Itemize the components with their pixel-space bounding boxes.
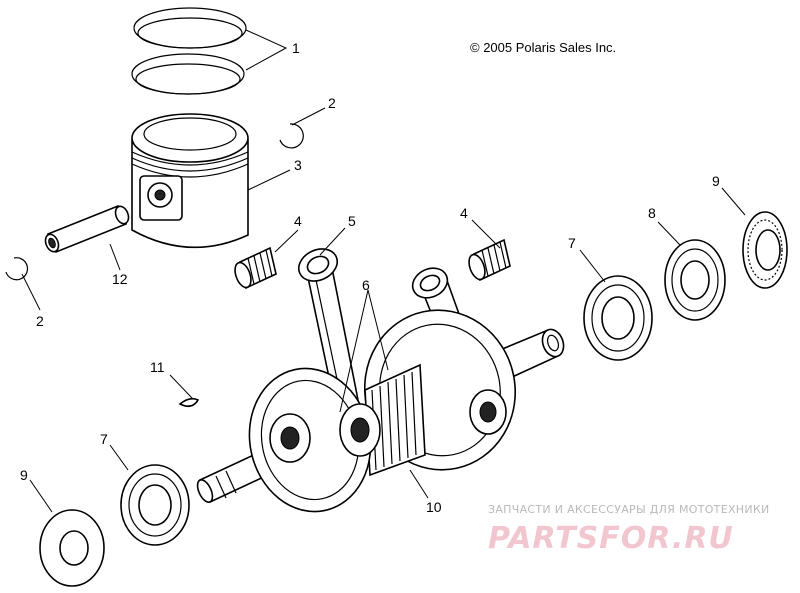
copyright-notice: © 2005 Polaris Sales Inc. [470, 40, 616, 55]
needle-bearing-right [468, 238, 511, 282]
main-bearing-right [583, 275, 653, 361]
callout-8: 8 [648, 205, 656, 221]
oil-seal-right [742, 211, 788, 289]
callout-9-left: 9 [20, 467, 28, 483]
callout-9-right: 9 [712, 173, 720, 189]
callout-4-left: 4 [294, 213, 302, 229]
needle-bearing-left [234, 246, 277, 290]
leader-lines [21, 29, 746, 513]
piston-rings [131, 7, 247, 95]
piston-pin [44, 204, 130, 254]
callout-2-left: 2 [36, 313, 44, 329]
callout-3: 3 [294, 157, 302, 173]
callout-4-right: 4 [460, 205, 468, 221]
callout-7-right: 7 [568, 235, 576, 251]
bearing [664, 239, 726, 321]
oil-seal-left [39, 509, 105, 587]
circlip-left [5, 257, 29, 281]
callout-7-left: 7 [100, 431, 108, 447]
callout-labels: 1 2 3 4 5 4 6 10 11 12 2 7 8 9 7 9 [20, 40, 720, 515]
watermark-tagline: ЗАПЧАСТИ И АКСЕССУАРЫ ДЛЯ МОТОТЕХНИКИ [488, 503, 770, 516]
callout-1: 1 [292, 40, 300, 56]
circlip-right [279, 123, 304, 149]
piston [131, 113, 249, 249]
callout-11: 11 [150, 359, 165, 375]
callout-12: 12 [112, 271, 128, 287]
crankshaft-assembly [196, 248, 565, 513]
main-bearing-left [120, 464, 190, 546]
callout-10: 10 [426, 499, 442, 515]
woodruff-key [178, 397, 200, 408]
callout-2-right: 2 [328, 95, 336, 111]
callout-6: 6 [362, 277, 370, 293]
watermark-brand: PARTSFOR.RU [488, 521, 734, 556]
callout-5: 5 [348, 213, 356, 229]
